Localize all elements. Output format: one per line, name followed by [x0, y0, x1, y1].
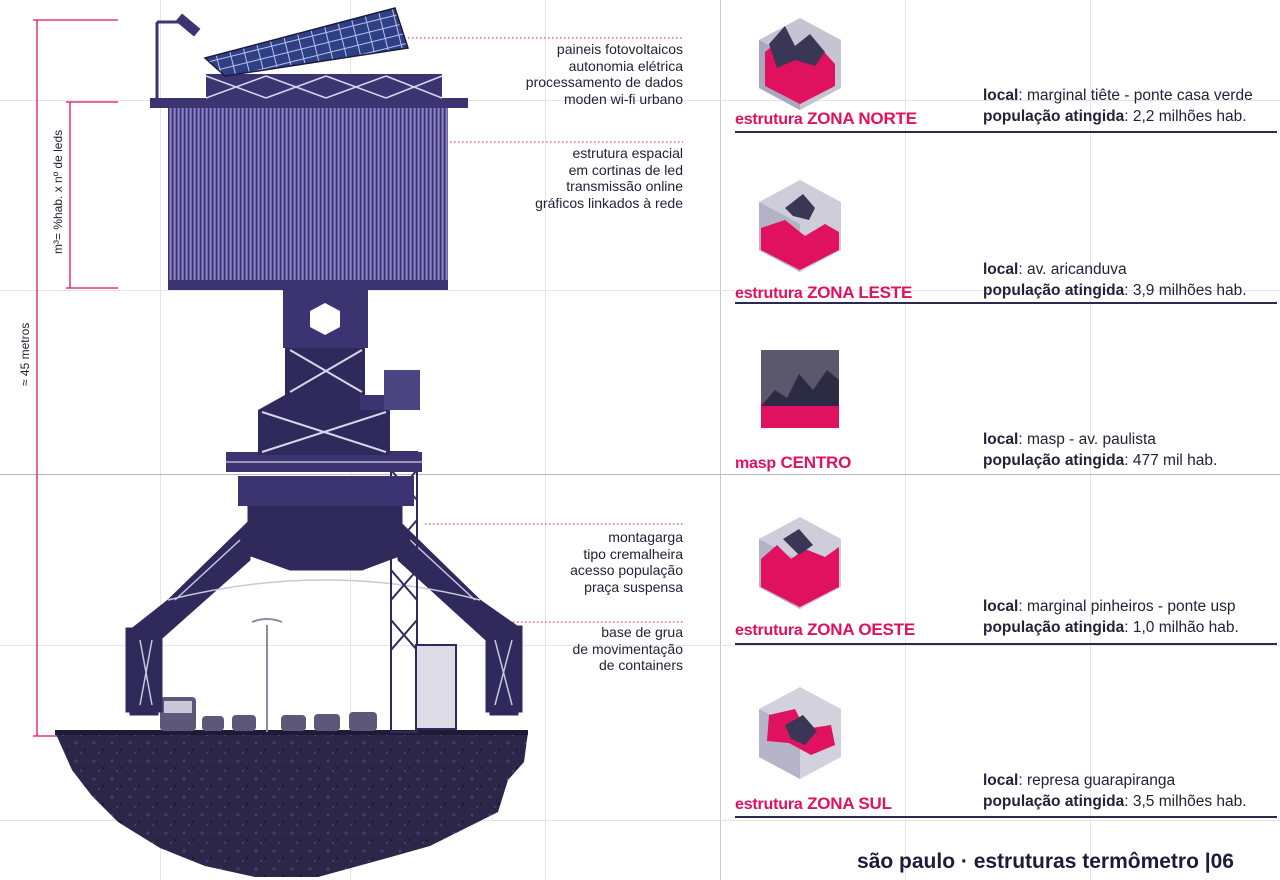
zone-cube-centro [761, 350, 839, 428]
zone-cube-norte [759, 18, 841, 110]
page-footer: são paulo · estruturas termômetro |06 [857, 850, 1234, 873]
center-axis [0, 474, 1280, 475]
crane-legs [125, 504, 523, 716]
zone-divider [735, 643, 1277, 645]
zone-info: local: represa guarapiranga população at… [983, 772, 1247, 810]
crane-structure-illustration [33, 7, 683, 877]
zone-info: local: masp - av. paulista população ati… [983, 431, 1218, 469]
zone-title: estrutura ZONA SUL [735, 794, 892, 813]
zone-cube-sul [759, 687, 841, 779]
grid-line [905, 0, 906, 880]
zone-divider [735, 131, 1277, 133]
zone-title: estrutura ZONA LESTE [735, 283, 913, 302]
formula-label: m³= %hab. x nº de leds [51, 129, 65, 254]
zone-leste: estrutura ZONA LESTE local: av. aricandu… [735, 180, 1277, 306]
zone-title: masp CENTRO [735, 453, 852, 472]
annotation-lift: montagarga tipo cremalheira acesso popul… [570, 529, 683, 595]
leg-bracing [139, 539, 513, 706]
annotation-leaders [400, 37, 683, 623]
grid-line [160, 0, 161, 880]
annotation-crane-base: base de grua de movimentação de containe… [572, 624, 683, 673]
panel-divider [720, 0, 721, 880]
grid-line [545, 0, 546, 880]
zone-centro: masp CENTRO local: masp - av. paulista p… [735, 350, 1277, 476]
led-curtain [168, 106, 448, 288]
zone-norte: estrutura ZONA NORTE local: marginal tiê… [735, 12, 1277, 133]
grid-line [0, 820, 1280, 821]
grid-line [0, 100, 1280, 101]
zone-cube-leste [759, 180, 841, 272]
zone-info: local: av. aricanduva população atingida… [983, 261, 1247, 299]
zone-sul: estrutura ZONA SUL local: represa guarap… [735, 687, 1277, 818]
solar-panels [203, 7, 409, 77]
grid-line [0, 645, 1280, 646]
height-label: ≈ 45 metros [18, 322, 32, 386]
zone-info: local: marginal pinheiros - ponte usp po… [983, 598, 1239, 636]
rock-base [55, 732, 528, 877]
annotation-led-structure: estrutura espacial em cortinas de led tr… [535, 145, 683, 211]
zone-cube-oeste [759, 517, 841, 609]
zone-divider [735, 302, 1277, 304]
grid-line [1090, 0, 1091, 880]
zone-info: local: marginal tiête - ponte casa verde… [983, 87, 1253, 125]
height-dimension [33, 19, 118, 737]
vehicles [160, 697, 377, 731]
zone-divider [735, 816, 1277, 818]
zone-oeste: estrutura ZONA OESTE local: marginal pin… [735, 517, 1277, 645]
upper-truss [258, 345, 390, 455]
annotation-solar: paineis fotovoltaicos autonomia elétrica… [525, 41, 683, 107]
grid-line [0, 290, 1280, 291]
zone-title: estrutura ZONA OESTE [735, 620, 915, 639]
zone-title: estrutura ZONA NORTE [735, 109, 917, 128]
street-lamp [251, 618, 283, 732]
